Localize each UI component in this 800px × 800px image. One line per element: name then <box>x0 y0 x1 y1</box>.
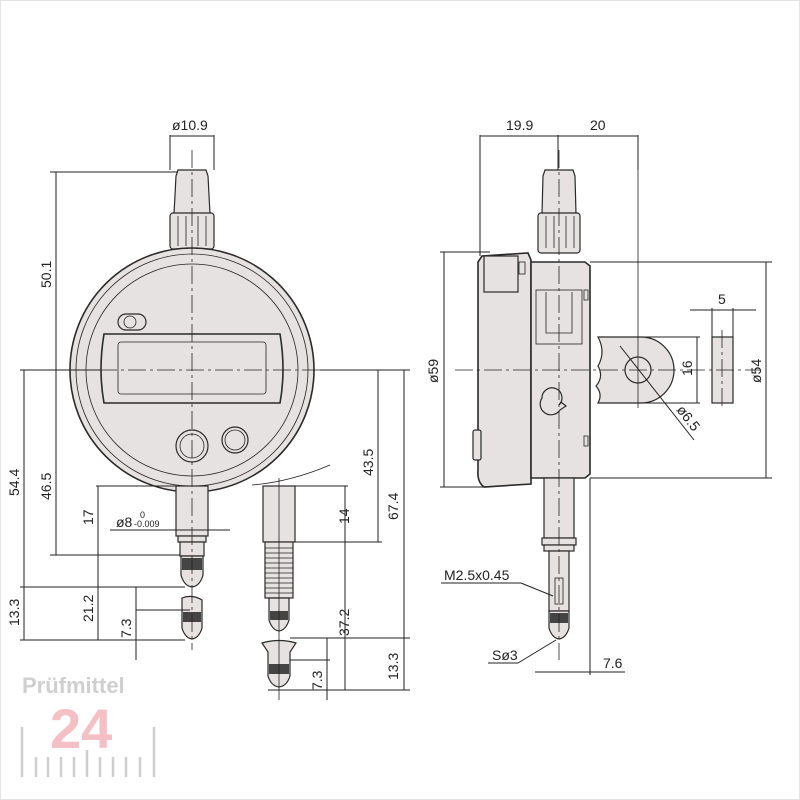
dim-alt-tip-13-3: 13.3 <box>385 653 401 680</box>
watermark-logo: Prüfmittel 24 <box>20 673 156 777</box>
side-bezel-top <box>483 255 519 293</box>
dim-stem-diameter: ø8 <box>116 514 133 530</box>
dim-contact-point: Sø3 <box>492 647 518 663</box>
dim-tip-7-3: 7.3 <box>118 618 134 638</box>
dim-alt-total: 67.4 <box>385 493 401 520</box>
dim-lug-thickness: 5 <box>718 291 726 307</box>
dim-stem-tol-upper: 0 <box>140 510 145 520</box>
indicator-lamp <box>117 313 147 331</box>
dim-tip-offset: 7.6 <box>603 655 623 671</box>
dim-spindle-travel: 21.2 <box>80 595 96 622</box>
watermark-brand: Prüfmittel <box>22 673 125 698</box>
dim-height-top: 50.1 <box>38 261 54 288</box>
dim-center-to-stem: 43.5 <box>360 449 376 476</box>
dim-back-diameter: ø54 <box>748 359 764 383</box>
dim-lug-height: 16 <box>679 360 695 376</box>
dim-stem-cap-diameter: ø10.9 <box>172 117 208 133</box>
dim-thread: M2.5x0.45 <box>444 567 510 583</box>
front-view: ø10.9 50.1 54.4 46.5 17 21.2 13.3 7.3 ø8… <box>6 117 320 660</box>
alt-stem-view: 43.5 67.4 14 37.2 13.3 7.3 <box>251 369 410 700</box>
dim-body-diameter: ø59 <box>425 359 441 383</box>
side-view: 19.9 20 ø59 ø54 5 16 ø6.5 M2.5x0.45 Sø3 … <box>425 117 772 675</box>
dim-alt-stem-to-tip: 37.2 <box>336 609 352 636</box>
dim-to-stem-end: 46.5 <box>38 473 54 500</box>
dim-lug-offset: 20 <box>590 117 606 133</box>
dim-lug-hole: ø6.5 <box>674 402 704 434</box>
dim-back-depth: 19.9 <box>506 117 533 133</box>
dim-alt-tip-7-3: 7.3 <box>309 670 325 690</box>
ruler-ticks-icon <box>20 727 156 777</box>
dim-stem-tol-lower: -0.009 <box>134 519 160 529</box>
dim-alt-stem-length: 14 <box>336 508 352 524</box>
button-secondary <box>221 426 249 454</box>
side-mount-hole <box>539 387 568 416</box>
dim-total-54-4: 54.4 <box>6 469 22 496</box>
dim-stem-length: 17 <box>80 509 96 525</box>
dim-tip-13-3: 13.3 <box>6 599 22 626</box>
watermark-number: 24 <box>50 697 112 760</box>
